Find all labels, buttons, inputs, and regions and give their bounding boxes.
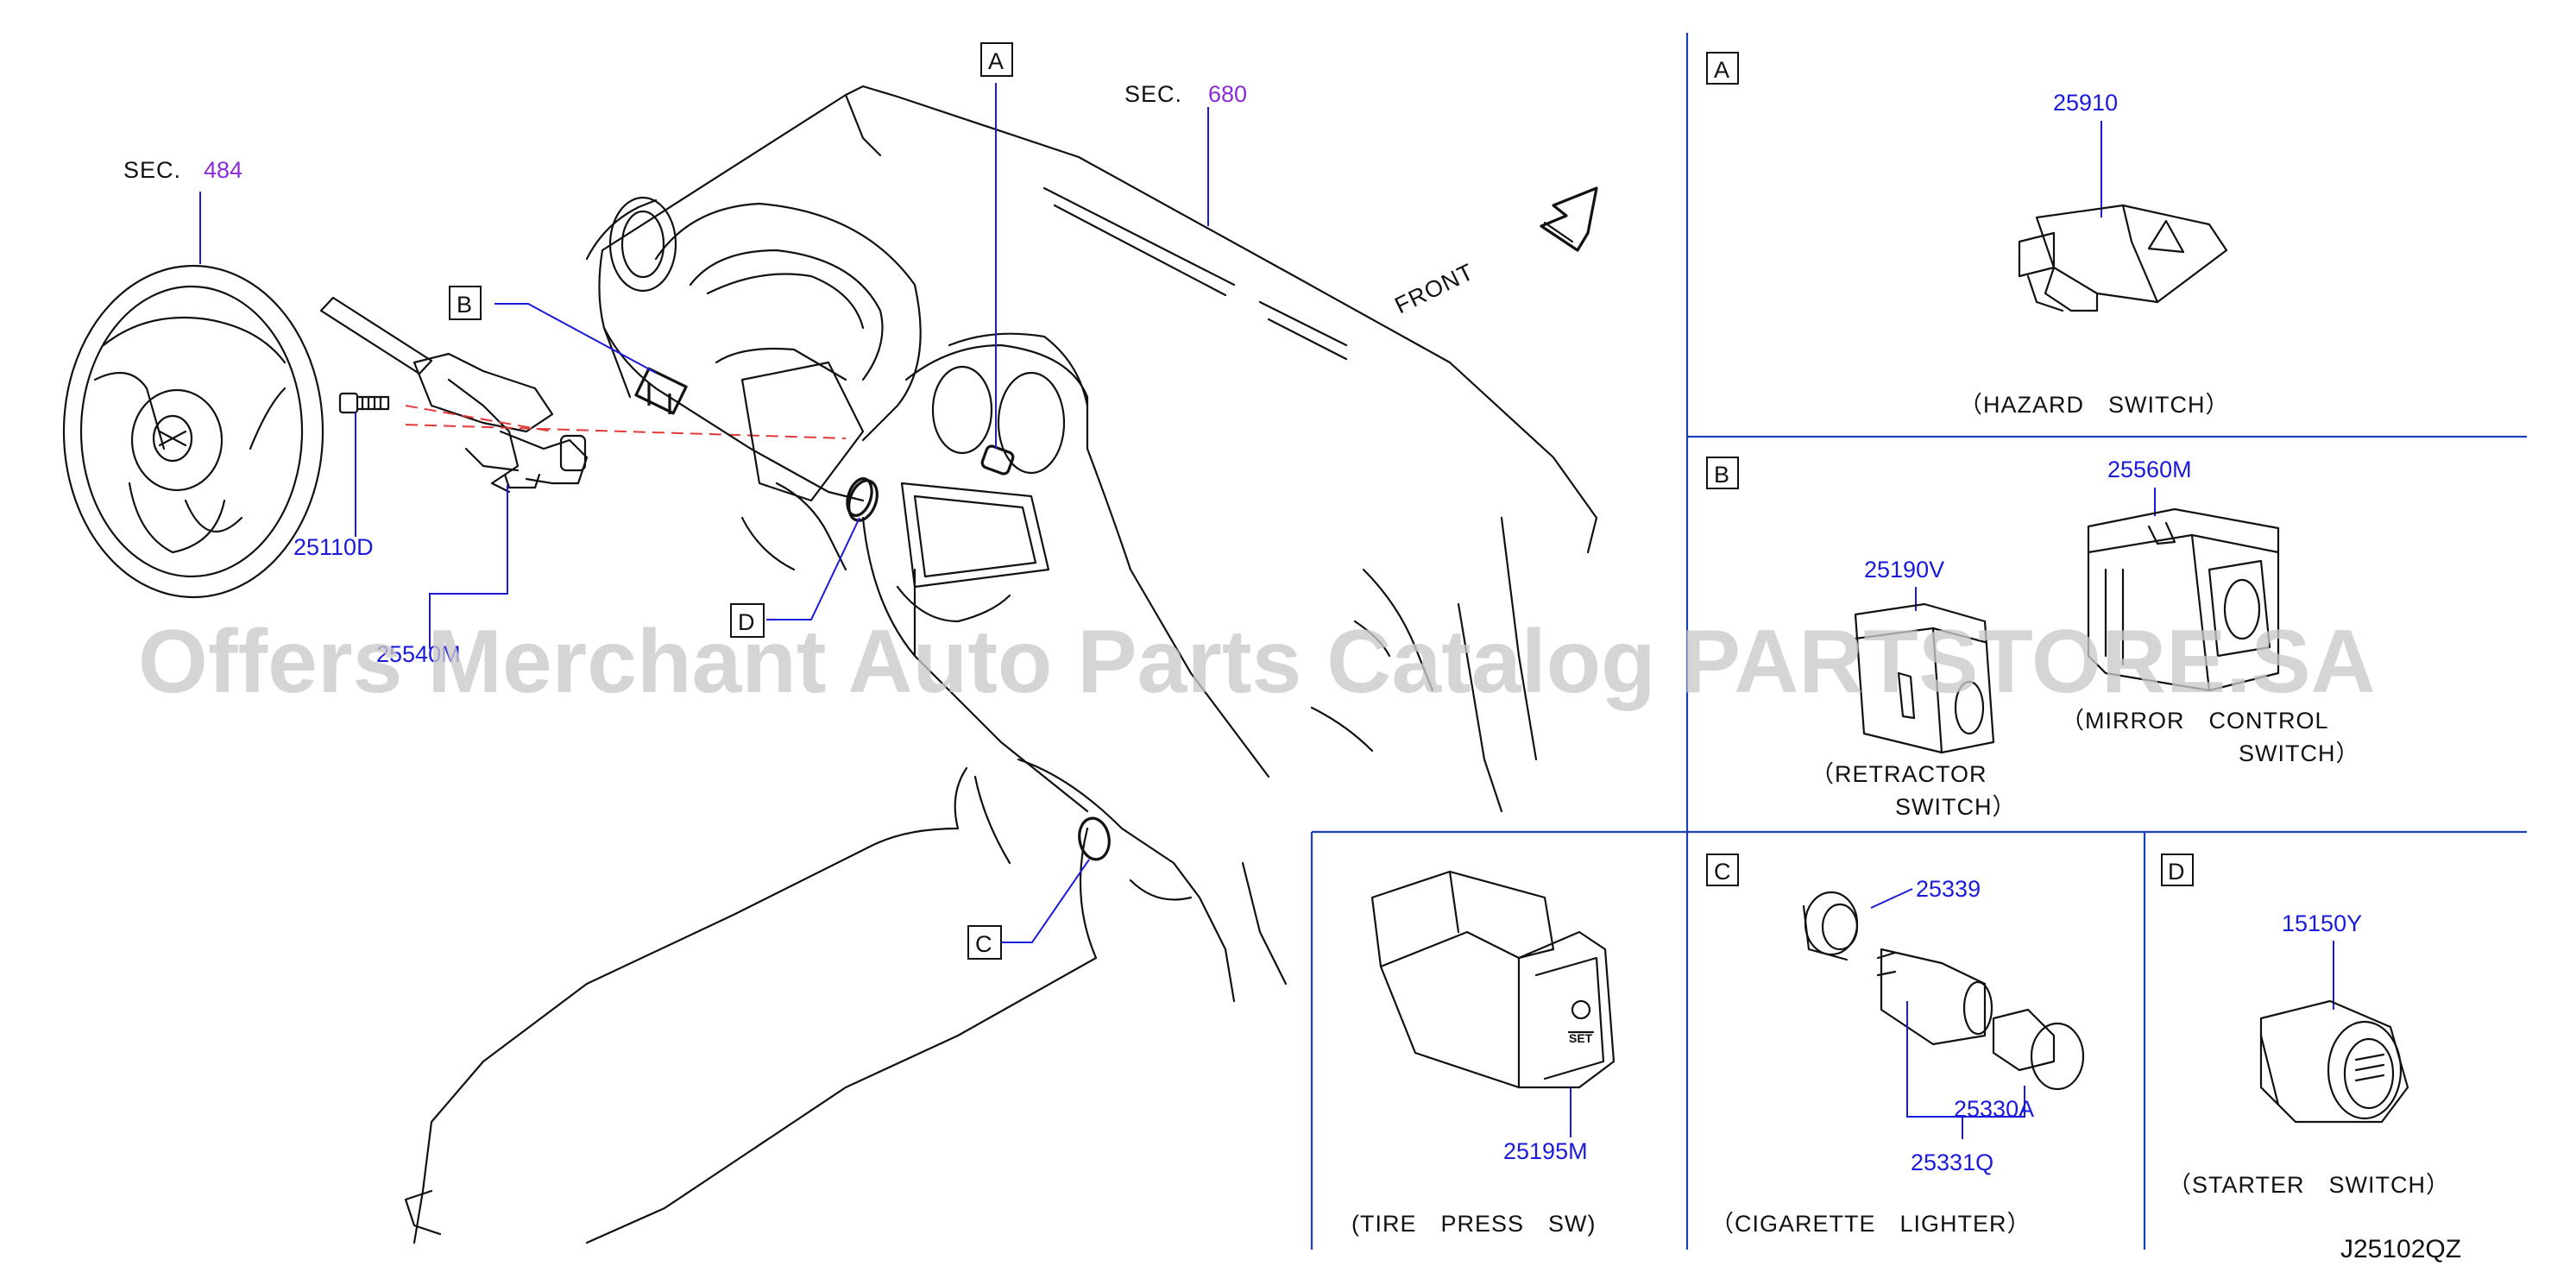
panel-b: B 25560M 25190V （RETRACTOR SWITCH） （MIRR…	[1706, 457, 2359, 820]
front-arrow-icon	[1540, 186, 1598, 252]
cigarette-lighter-drawing	[1802, 891, 2085, 1091]
svg-text:A: A	[1714, 57, 1729, 83]
part-number-25330a[interactable]: 25330A	[1954, 1096, 2034, 1122]
svg-text:A: A	[988, 48, 1004, 74]
part-number-25910[interactable]: 25910	[2053, 90, 2118, 116]
mirror-control-label-2: SWITCH）	[2239, 740, 2359, 766]
panel-tire-press: SET 25195M (TIRE PRESS SW)	[1351, 870, 1616, 1237]
front-label: FRONT	[1390, 258, 1477, 318]
diagram-code: J25102QZ	[2340, 1235, 2461, 1263]
part-number-25195m[interactable]: 25195M	[1503, 1138, 1588, 1164]
retractor-switch-drawing	[1854, 602, 1995, 754]
instrument-panel-drawing	[404, 83, 1598, 1244]
steering-wheel-drawing	[62, 192, 324, 599]
svg-text:SET: SET	[1569, 1031, 1593, 1045]
tire-pressure-switch-drawing: SET	[1370, 870, 1616, 1089]
part-number-25560m[interactable]: 25560M	[2107, 457, 2192, 482]
part-number-25110d[interactable]: 25110D	[293, 534, 374, 560]
svg-text:B: B	[1714, 462, 1729, 488]
callout-d: D	[730, 603, 765, 638]
svg-text:D: D	[2168, 859, 2185, 885]
svg-text:B: B	[457, 292, 472, 318]
hazard-switch-drawing	[2018, 204, 2228, 312]
svg-text:D: D	[738, 609, 755, 635]
starter-switch-label: （STARTER SWITCH）	[2168, 1172, 2450, 1198]
watermark-text: Offers Merchant Auto Parts Catalog PARTS…	[138, 612, 2376, 712]
part-number-25540m[interactable]: 25540M	[376, 641, 461, 667]
sec-680-number[interactable]: 680	[1208, 81, 1247, 107]
panel-c: C 25339 25330A 25331Q （CIGARETTE LIGHTER…	[1706, 854, 2085, 1237]
panel-a: A 25910 （HAZARD SWITCH）	[1706, 52, 2230, 418]
svg-text:C: C	[1714, 859, 1731, 885]
part-number-25339[interactable]: 25339	[1916, 876, 1981, 902]
panel-d: D 15150Y （STARTER SWITCH）	[2161, 854, 2450, 1198]
callout-b: B	[449, 286, 482, 320]
part-number-15150y[interactable]: 15150Y	[2282, 910, 2362, 936]
callout-c: C	[967, 925, 1002, 960]
combination-switch-drawing	[319, 296, 847, 649]
mirror-control-label-1: （MIRROR CONTROL	[2061, 708, 2329, 734]
svg-text:C: C	[975, 931, 992, 957]
cigarette-lighter-label: （CIGARETTE LIGHTER）	[1710, 1211, 2031, 1237]
retractor-switch-label-2: SWITCH）	[1895, 794, 2016, 820]
part-number-25190v[interactable]: 25190V	[1864, 557, 1944, 583]
starter-switch-drawing	[2259, 999, 2409, 1124]
sec-680-label: SEC.	[1124, 81, 1182, 107]
callout-a: A	[980, 42, 1013, 77]
part-number-25331q[interactable]: 25331Q	[1911, 1150, 1993, 1175]
tire-press-sw-label: (TIRE PRESS SW)	[1351, 1211, 1597, 1237]
sec-484-number[interactable]: 484	[204, 157, 242, 183]
mirror-control-switch-drawing	[2087, 507, 2280, 692]
retractor-switch-label-1: （RETRACTOR	[1811, 761, 1987, 787]
sec-484-label: SEC.	[123, 157, 181, 183]
panel-separators	[1310, 33, 2527, 1250]
hazard-switch-label: （HAZARD SWITCH）	[1959, 392, 2230, 418]
